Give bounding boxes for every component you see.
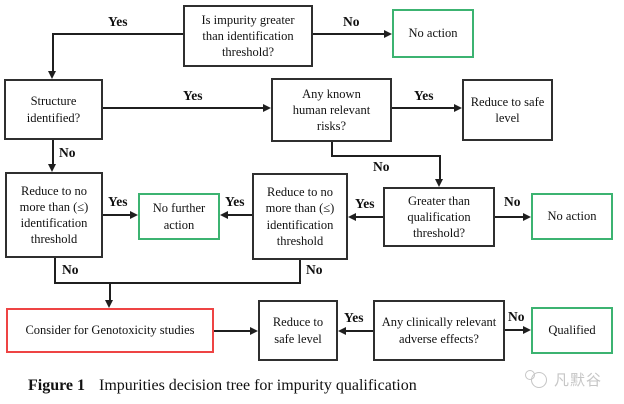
node-text: Reduce to no more than (≤) identificatio… — [265, 185, 335, 248]
connector — [214, 330, 250, 332]
edge-label-yes: Yes — [107, 194, 129, 209]
connector — [103, 214, 130, 216]
connector — [495, 216, 523, 218]
connector — [344, 330, 373, 332]
node-greater-than-qualification-threshold: Greater than qualification threshold? — [383, 187, 495, 247]
connector — [103, 107, 263, 109]
arrowhead — [338, 327, 346, 335]
node-text: Greater than qualification threshold? — [407, 193, 471, 241]
node-text: Structure identified? — [26, 94, 81, 125]
connector — [52, 33, 54, 71]
node-reduce-to-safe-level-top: Reduce to safe level — [462, 79, 553, 141]
node-reduce-to-safe-level-bottom: Reduce to safe level — [258, 300, 338, 361]
connector — [505, 329, 523, 331]
node-reduce-identification-threshold-left: Reduce to no more than (≤) identificatio… — [5, 172, 103, 258]
node-any-known-human-relevant-risks: Any known human relevant risks? — [271, 78, 392, 142]
node-text: Any clinically relevant adverse effects? — [381, 315, 497, 346]
edge-label-no: No — [342, 14, 361, 29]
figure-caption-label: Figure 1 — [28, 377, 86, 394]
connector — [392, 107, 454, 109]
connector — [331, 142, 333, 157]
connector — [226, 214, 252, 216]
arrowhead — [105, 300, 113, 308]
edge-label-no: No — [58, 145, 77, 160]
edge-label-no: No — [372, 159, 391, 174]
node-text: No action — [547, 209, 597, 224]
edge-label-no: No — [507, 309, 526, 324]
watermark: 凡默谷 — [525, 368, 602, 390]
node-text: Is impurity greater than identification … — [201, 12, 295, 60]
arrowhead — [348, 213, 356, 221]
edge-label-yes: Yes — [182, 88, 204, 103]
edge-label-no: No — [61, 262, 80, 277]
node-any-clinically-relevant-adverse-effects: Any clinically relevant adverse effects? — [373, 300, 505, 361]
arrowhead — [220, 211, 228, 219]
connector — [54, 282, 301, 284]
figure-caption-text: Impurities decision tree for impurity qu… — [99, 377, 417, 394]
node-no-further-action: No further action — [138, 193, 220, 240]
edge-label-yes: Yes — [413, 88, 435, 103]
connector — [52, 33, 183, 35]
arrowhead — [384, 30, 392, 38]
edge-label-yes: Yes — [107, 14, 129, 29]
arrowhead — [454, 104, 462, 112]
arrowhead — [250, 327, 258, 335]
connector — [352, 216, 383, 218]
node-text: Reduce to no more than (≤) identificatio… — [19, 183, 89, 247]
arrowhead — [130, 211, 138, 219]
node-structure-identified: Structure identified? — [4, 79, 103, 140]
node-impurity-greater-than-identification-threshold: Is impurity greater than identification … — [183, 5, 313, 67]
arrowhead — [523, 326, 531, 334]
connector — [52, 140, 54, 164]
edge-label-yes: Yes — [354, 196, 376, 211]
connector — [439, 155, 441, 179]
node-text: Reduce to safe level — [470, 94, 545, 125]
node-text: Any known human relevant risks? — [292, 86, 371, 134]
node-qualified: Qualified — [531, 307, 613, 354]
arrowhead — [263, 104, 271, 112]
arrowhead — [48, 164, 56, 172]
connector — [54, 258, 56, 284]
node-text: No action — [408, 26, 458, 41]
node-reduce-identification-threshold-mid: Reduce to no more than (≤) identificatio… — [252, 173, 348, 260]
edge-label-no: No — [503, 194, 522, 209]
connector — [109, 282, 111, 300]
edge-label-yes: Yes — [343, 310, 365, 325]
figure-caption: Figure 1 Impurities decision tree for imp… — [28, 377, 417, 395]
arrowhead — [48, 71, 56, 79]
node-text: Consider for Genotoxicity studies — [25, 323, 195, 338]
node-consider-genotoxicity-studies: Consider for Genotoxicity studies — [6, 308, 214, 353]
watermark-text: 凡默谷 — [554, 372, 603, 389]
node-text: Reduce to safe level — [272, 315, 324, 346]
connector — [331, 155, 441, 157]
edge-label-no: No — [305, 262, 324, 277]
node-no-action-top: No action — [392, 9, 474, 58]
arrowhead — [435, 179, 443, 187]
watermark-logo-icon — [525, 368, 549, 390]
connector — [313, 33, 384, 35]
node-no-action-right: No action — [531, 193, 613, 240]
edge-label-yes: Yes — [224, 194, 246, 209]
connector — [299, 260, 301, 284]
arrowhead — [523, 213, 531, 221]
node-text: Qualified — [548, 323, 596, 338]
node-text: No further action — [152, 201, 206, 232]
